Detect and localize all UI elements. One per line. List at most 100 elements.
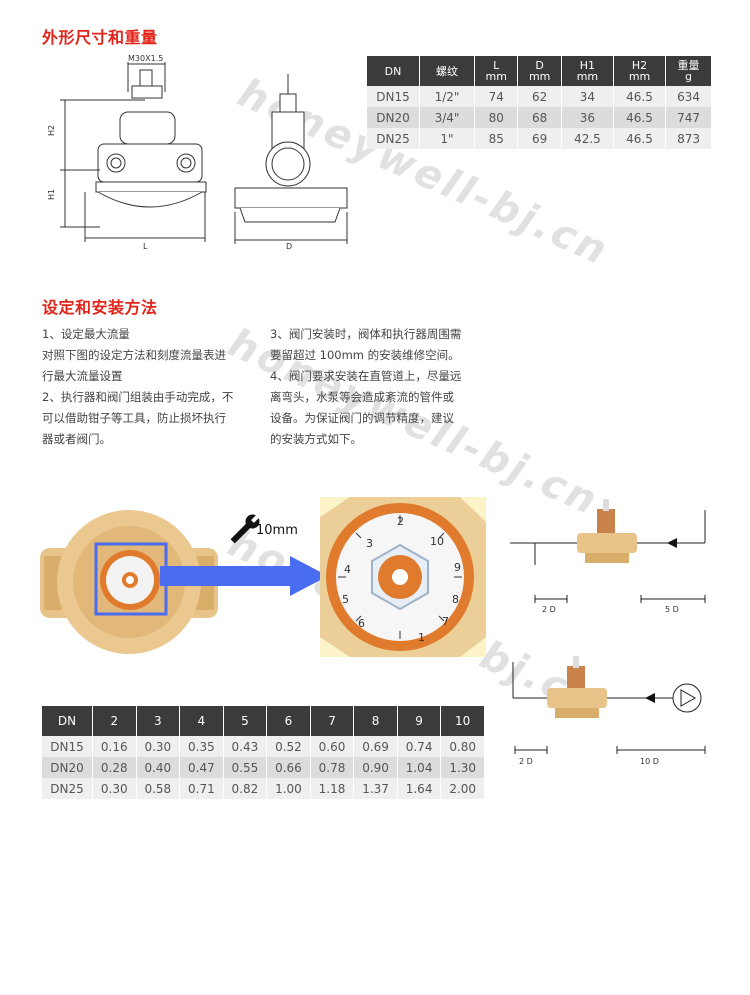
table-header-cell: 6 [267, 706, 311, 736]
table-cell: 0.52 [267, 736, 311, 757]
instruction-line: 的安装方式如下。 [270, 432, 362, 446]
table-cell: 634 [666, 86, 712, 107]
table-cell: 0.28 [93, 757, 137, 778]
table-cell: 0.30 [93, 778, 137, 799]
table-cell: 80 [475, 107, 519, 128]
table-cell: 69 [518, 128, 562, 149]
table-cell: 42.5 [561, 128, 614, 149]
dimension-drawing: M30X1.5 H2 H1 L D [40, 52, 370, 262]
table-cell: 0.80 [441, 736, 485, 757]
instruction-line: 要留超过 100mm 的安装维修空间。 [270, 348, 460, 362]
instructions-right: 3、阀门安装时，阀体和执行器周围需 要留超过 100mm 的安装维修空间。 4、… [270, 324, 500, 450]
table-cell: 46.5 [613, 128, 667, 149]
instructions-left: 1、设定最大流量 对照下图的设定方法和刻度流量表进 行最大流量设置 2、执行器和… [42, 324, 262, 450]
table-cell: DN15 [367, 86, 420, 107]
table-cell: 747 [666, 107, 712, 128]
distance-label: 2 D [542, 605, 556, 614]
table-cell: 1.64 [397, 778, 442, 799]
table-cell: 34 [561, 86, 614, 107]
table-cell: 2.00 [441, 778, 485, 799]
table-cell: 0.66 [267, 757, 311, 778]
install-diagram-pump: 2 D 10 D [505, 650, 715, 775]
distance-label: 2 D [519, 757, 533, 766]
valve-drawing-svg [60, 62, 348, 244]
dial-number: 5 [342, 593, 349, 606]
table-cell: DN25 [367, 128, 420, 149]
dial-number: 3 [366, 537, 373, 550]
instruction-line: 1、设定最大流量 [42, 327, 130, 341]
table-cell: 0.35 [180, 736, 224, 757]
table-cell: 0.43 [223, 736, 268, 757]
table-header-cell: 5 [223, 706, 268, 736]
instruction-line: 行最大流量设置 [42, 369, 123, 383]
table-cell: 1" [420, 128, 475, 149]
table-cell: 0.40 [136, 757, 181, 778]
instruction-line: 3、阀门安装时，阀体和执行器周围需 [270, 327, 462, 341]
table-header-cell: 螺纹 [420, 56, 475, 86]
table-header-cell: 8 [354, 706, 398, 736]
table-cell: DN20 [42, 757, 93, 778]
table-row: DN25 0.30 0.58 0.71 0.82 1.00 1.18 1.37 … [42, 778, 485, 799]
table-header-row: DN 2 3 4 5 6 7 8 9 10 [42, 706, 485, 736]
thread-label: M30X1.5 [128, 54, 164, 63]
table-cell: 0.78 [310, 757, 355, 778]
instruction-line: 器或者阀门。 [42, 432, 111, 446]
dial-number: 4 [344, 563, 351, 576]
l-label: L [143, 242, 148, 251]
table-cell: 0.60 [310, 736, 355, 757]
table-cell: 1.37 [354, 778, 398, 799]
table-row: DN15 0.16 0.30 0.35 0.43 0.52 0.60 0.69 … [42, 736, 485, 757]
install-diagram-straight: 2 D 5 D [505, 495, 715, 620]
distance-label: 5 D [665, 605, 679, 614]
table-row: DN20 0.28 0.40 0.47 0.55 0.66 0.78 0.90 … [42, 757, 485, 778]
table-header-cell: 2 [93, 706, 137, 736]
dial-number: 2 [397, 515, 404, 528]
table-cell: 62 [518, 86, 562, 107]
h1-label: H1 [47, 188, 57, 201]
table-row: DN20 3/4" 80 68 36 46.5 747 [367, 107, 712, 128]
section-title-installation: 设定和安装方法 [42, 298, 158, 317]
dial-closeup: 1 2 3 4 5 6 7 8 9 10 [320, 497, 486, 657]
table-header-cell: DN [367, 56, 420, 86]
table-cell: DN15 [42, 736, 93, 757]
table-row: DN15 1/2" 74 62 34 46.5 634 [367, 86, 712, 107]
table-header-cell: 10 [441, 706, 485, 736]
arrow-icon [160, 556, 328, 596]
instruction-line: 2、执行器和阀门组装由手动完成，不 [42, 390, 234, 404]
table-header-cell: DN [42, 706, 93, 736]
table-cell: 0.82 [223, 778, 268, 799]
distance-label: 10 D [640, 757, 659, 766]
table-cell: 0.74 [397, 736, 442, 757]
table-cell: DN25 [42, 778, 93, 799]
instruction-line: 设备。为保证阀门的调节精度，建议 [270, 411, 454, 425]
table-cell: 68 [518, 107, 562, 128]
table-cell: 0.90 [354, 757, 398, 778]
dial-number: 6 [358, 617, 365, 630]
table-cell: 46.5 [613, 107, 667, 128]
instruction-line: 离弯头，水泵等会造成紊流的管件或 [270, 390, 454, 404]
dial-number: 9 [454, 561, 461, 574]
dial-number: 7 [442, 615, 449, 628]
table-cell: DN20 [367, 107, 420, 128]
table-cell: 85 [475, 128, 519, 149]
dial-number: 1 [418, 631, 425, 644]
table-cell: 1.30 [441, 757, 485, 778]
flow-table: DN 2 3 4 5 6 7 8 9 10 DN15 0.16 0.30 0.3… [42, 706, 485, 799]
table-cell: 3/4" [420, 107, 475, 128]
table-cell: 0.55 [223, 757, 268, 778]
table-cell: 1.04 [397, 757, 442, 778]
table-row: DN25 1" 85 69 42.5 46.5 873 [367, 128, 712, 149]
table-header-cell: 7 [310, 706, 355, 736]
table-cell: 0.71 [180, 778, 224, 799]
table-cell: 36 [561, 107, 614, 128]
d-label: D [286, 242, 293, 251]
table-cell: 46.5 [613, 86, 667, 107]
section-title-dimensions: 外形尺寸和重量 [42, 28, 158, 47]
